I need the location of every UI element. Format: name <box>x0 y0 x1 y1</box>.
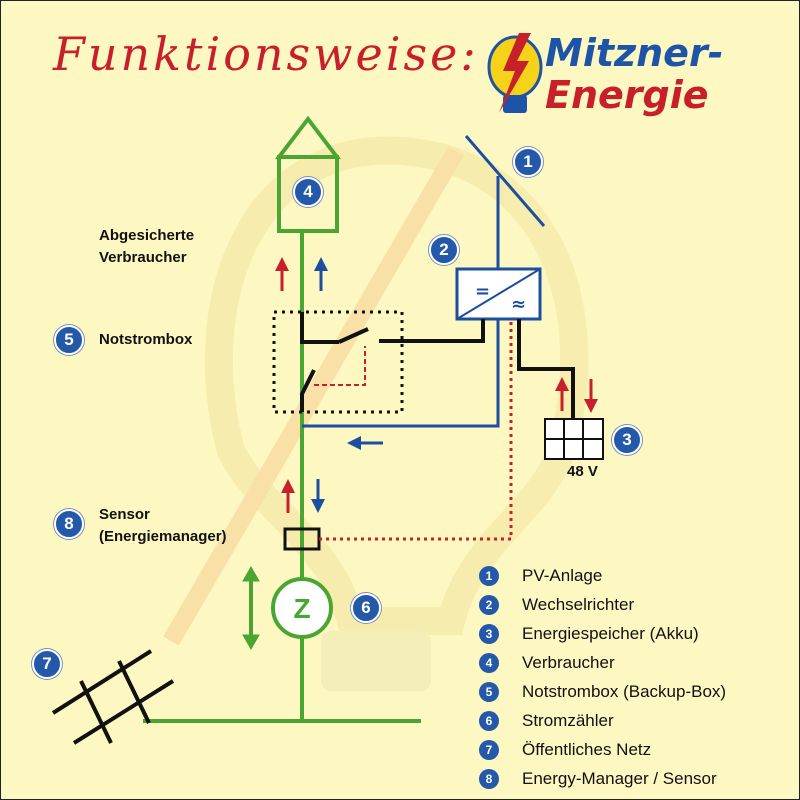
flow-arrows <box>275 257 598 513</box>
legend-item-inverter: 2 Wechselrichter <box>479 590 726 619</box>
legend-number: 3 <box>479 623 499 644</box>
badge-sensor: 8 <box>54 509 84 539</box>
pv-wiring-graphic <box>302 135 546 428</box>
inverter-symbol: = ≈ <box>455 267 542 321</box>
legend-item-pv: 1 PV-Anlage <box>479 561 726 590</box>
meter-circle <box>271 577 333 639</box>
brand-name-line2: Energie <box>545 73 709 117</box>
backup-label: Notstrombox <box>99 331 193 348</box>
battery-voltage: 48 V <box>567 463 598 480</box>
badge-backup: 5 <box>54 325 84 355</box>
legend: 1 PV-Anlage 2 Wechselrichter 3 Energiespeic… <box>479 561 726 793</box>
backup-box-graphic <box>272 310 404 414</box>
battery-wiring <box>517 319 575 419</box>
legend-item-grid: 7 Öffentliches Netz <box>479 735 726 764</box>
legend-number: 2 <box>479 594 499 615</box>
legend-number: 4 <box>479 652 499 673</box>
badge-consumer: 4 <box>293 177 323 207</box>
brand-logo: Mitzner- Energie <box>485 27 785 127</box>
battery-symbol <box>544 418 604 460</box>
legend-text: Öffentliches Netz <box>522 739 652 759</box>
legend-text: Wechselrichter <box>522 594 635 614</box>
legend-item-meter: 6 Stromzähler <box>479 706 726 735</box>
legend-number: 1 <box>479 565 499 586</box>
badge-grid: 7 <box>32 649 62 679</box>
bulb-icon <box>487 33 543 113</box>
svg-text:=: = <box>475 281 490 302</box>
legend-text: Verbraucher <box>522 652 615 672</box>
watermark-bulb-graphic <box>163 136 589 691</box>
sensor-label-line1: Sensor <box>99 506 150 523</box>
legend-item-consumer: 4 Verbraucher <box>479 648 726 677</box>
consumers-label: Abgesicherte Verbraucher <box>99 227 195 266</box>
legend-number: 7 <box>479 739 499 760</box>
legend-number: 8 <box>479 768 499 789</box>
badge-pv: 1 <box>513 147 543 177</box>
backup-wiring <box>379 319 485 343</box>
legend-item-backup: 5 Notstrombox (Backup-Box) <box>479 677 726 706</box>
legend-text: Notstrombox (Backup-Box) <box>522 681 727 701</box>
legend-number: 6 <box>479 710 499 731</box>
public-grid-symbol <box>51 649 175 745</box>
brand-name-line1: Mitzner- <box>545 31 724 75</box>
legend-item-storage: 3 Energiespeicher (Akku) <box>479 619 726 648</box>
legend-item-sensor: 8 Energy-Manager / Sensor <box>479 764 726 793</box>
legend-text: Stromzähler <box>522 710 614 730</box>
grid-line-graphic: Z <box>143 115 421 723</box>
legend-text: Energiespeicher (Akku) <box>522 623 699 643</box>
badge-inverter: 2 <box>429 235 459 265</box>
page-title: Funktionsweise: <box>53 27 479 81</box>
badge-storage: 3 <box>612 425 642 455</box>
legend-text: PV-Anlage <box>522 565 603 585</box>
meter-symbol: Z <box>293 593 310 624</box>
badge-meter: 6 <box>351 593 381 623</box>
sensor-data-line <box>319 319 513 541</box>
sensor-label-line2: (Energiemanager) <box>99 528 227 545</box>
legend-number: 5 <box>479 681 499 702</box>
svg-text:≈: ≈ <box>511 294 526 315</box>
legend-text: Energy-Manager / Sensor <box>522 768 717 788</box>
meter-flow-arrow <box>242 565 260 651</box>
